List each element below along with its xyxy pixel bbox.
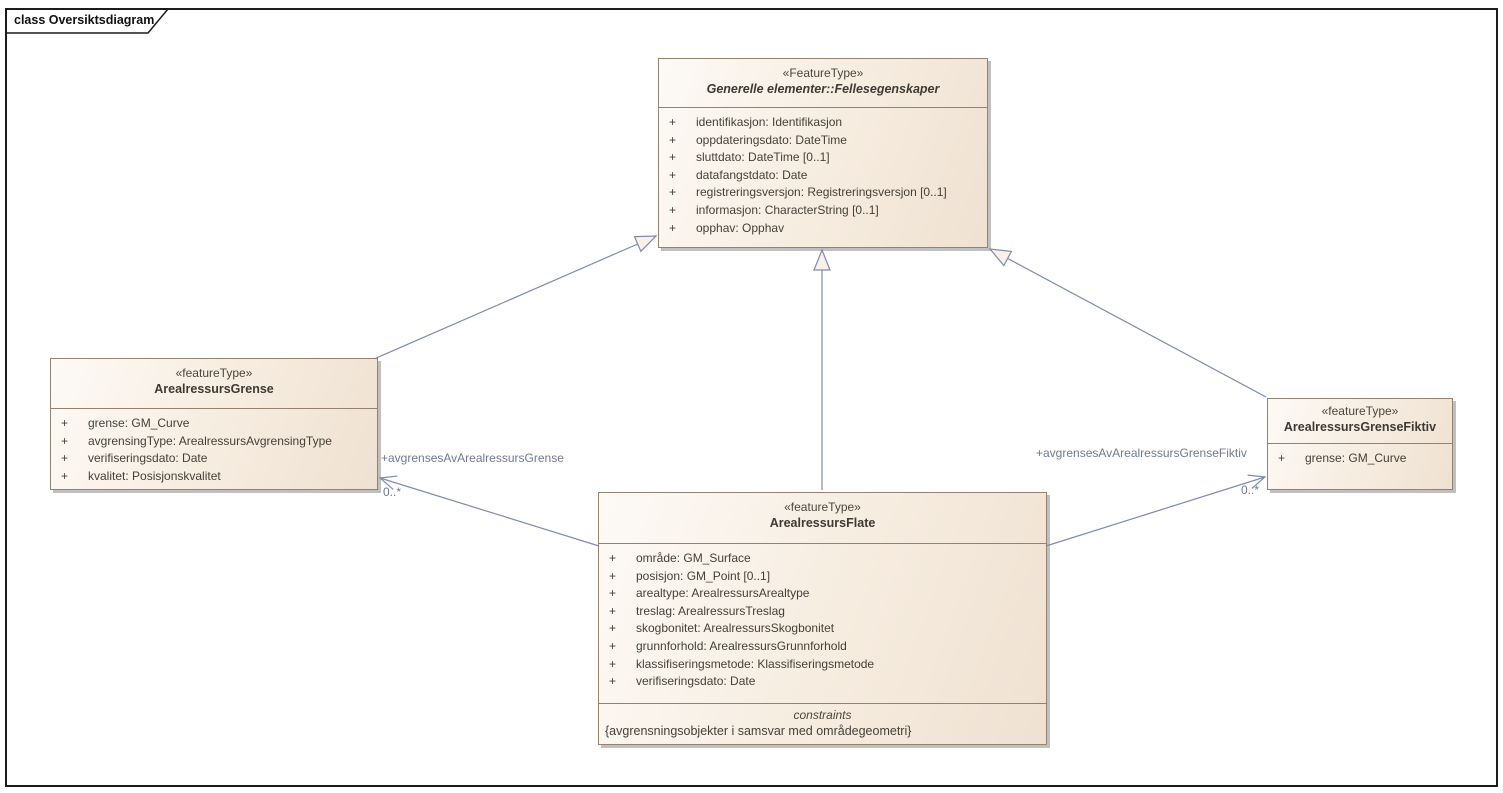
attribute-row: + oppdateringsdato: DateTime [669, 132, 847, 147]
generalization-grensefiktiv-to-fellesegenskaper[interactable] [988, 248, 1267, 398]
stereotype-label: «featureType» [1321, 404, 1399, 418]
attribute-row: + avgrensingType: ArealressursAvgrensing… [61, 433, 332, 448]
constraints-compartment: constraints {avgrensningsobjekter i sams… [599, 703, 1046, 744]
attribute-row: + sluttdato: DateTime [0..1] [669, 150, 830, 165]
attribute-row: + klassifiseringsmetode: Klassifiserings… [609, 656, 875, 671]
attribute-compartment: + identifikasjon: Identifikasjon + oppda… [659, 108, 987, 247]
attribute-row: + grense: GM_Curve [1278, 451, 1407, 465]
class-arealressursflate[interactable]: «featureType» ArealressursFlate + område… [598, 492, 1047, 745]
generalization-grense-to-fellesegenskaper[interactable] [373, 235, 658, 360]
class-header: «featureType» ArealressursGrenseFiktiv [1268, 399, 1452, 444]
constraints-title: constraints [793, 708, 852, 722]
attribute-row: + skogbonitet: ArealressursSkogbonitet [609, 621, 835, 636]
class-name: ArealressursGrenseFiktiv [1283, 420, 1437, 434]
association-flate-to-grense[interactable] [378, 475, 600, 547]
stereotype-label: «FeatureType» [782, 66, 864, 80]
class-arealressursgrensefiktiv[interactable]: «featureType» ArealressursGrenseFiktiv +… [1267, 398, 1453, 490]
attribute-row: + verifiseringsdato: Date [609, 674, 756, 689]
association-role-avgrensesavarealressursgrensefiktiv: +avgrensesAvArealressursGrenseFiktiv [1036, 446, 1247, 460]
attribute-row: + grunnforhold: ArealressursGrunnforhold [609, 638, 847, 653]
class-name: Generelle elementer::Fellesegenskaper [706, 82, 940, 96]
class-arealressursgrense[interactable]: «featureType» ArealressursGrense + grens… [50, 358, 378, 490]
diagram-title: class Oversiktsdiagram [14, 13, 155, 27]
attribute-compartment: + grense: GM_Curve [1268, 444, 1452, 489]
class-header: «featureType» ArealressursFlate [599, 493, 1046, 544]
attribute-row: + treslag: ArealressursTreslag [609, 603, 785, 618]
class-header: «FeatureType» Generelle elementer::Felle… [659, 59, 987, 108]
attribute-row: + verifiseringsdato: Date [61, 451, 208, 466]
attribute-row: + posisjon: GM_Point [0..1] [609, 568, 771, 583]
attribute-row: + kvalitet: Posisjonskvalitet [61, 468, 221, 483]
association-flate-to-grensefiktiv[interactable] [1045, 474, 1267, 547]
attribute-row: + opphav: Opphav [669, 220, 785, 235]
attribute-row: + område: GM_Surface [609, 551, 751, 565]
constraint-text: {avgrensningsobjekter i samsvar med områ… [605, 724, 912, 738]
attribute-compartment: + grense: GM_Curve + avgrensingType: Are… [51, 409, 377, 489]
stereotype-label: «featureType» [175, 366, 253, 380]
attribute-row: + registreringsversjon: Registreringsver… [669, 185, 947, 200]
class-header: «featureType» ArealressursGrense [51, 359, 377, 409]
attribute-row: + identifikasjon: Identifikasjon [669, 115, 843, 129]
stereotype-label: «featureType» [784, 500, 861, 514]
attribute-row: + datafangstdato: Date [669, 167, 808, 182]
association-multiplicity-grense: 0..* [383, 485, 402, 499]
class-fellesegenskaper[interactable]: «FeatureType» Generelle elementer::Felle… [658, 58, 988, 248]
attribute-row: + arealtype: ArealressursArealtype [609, 586, 810, 601]
attribute-row: + grense: GM_Curve [61, 416, 190, 430]
association-role-avgrensesavarealressursgrense: +avgrensesAvArealressursGrense [381, 451, 564, 465]
attribute-compartment: + område: GM_Surface + posisjon: GM_Poin… [599, 544, 1046, 703]
class-name: ArealressursGrense [154, 382, 274, 396]
association-multiplicity-grensefiktiv: 0..* [1241, 483, 1260, 497]
attribute-row: + informasjon: CharacterString [0..1] [669, 202, 879, 217]
class-name: ArealressursFlate [769, 516, 876, 530]
